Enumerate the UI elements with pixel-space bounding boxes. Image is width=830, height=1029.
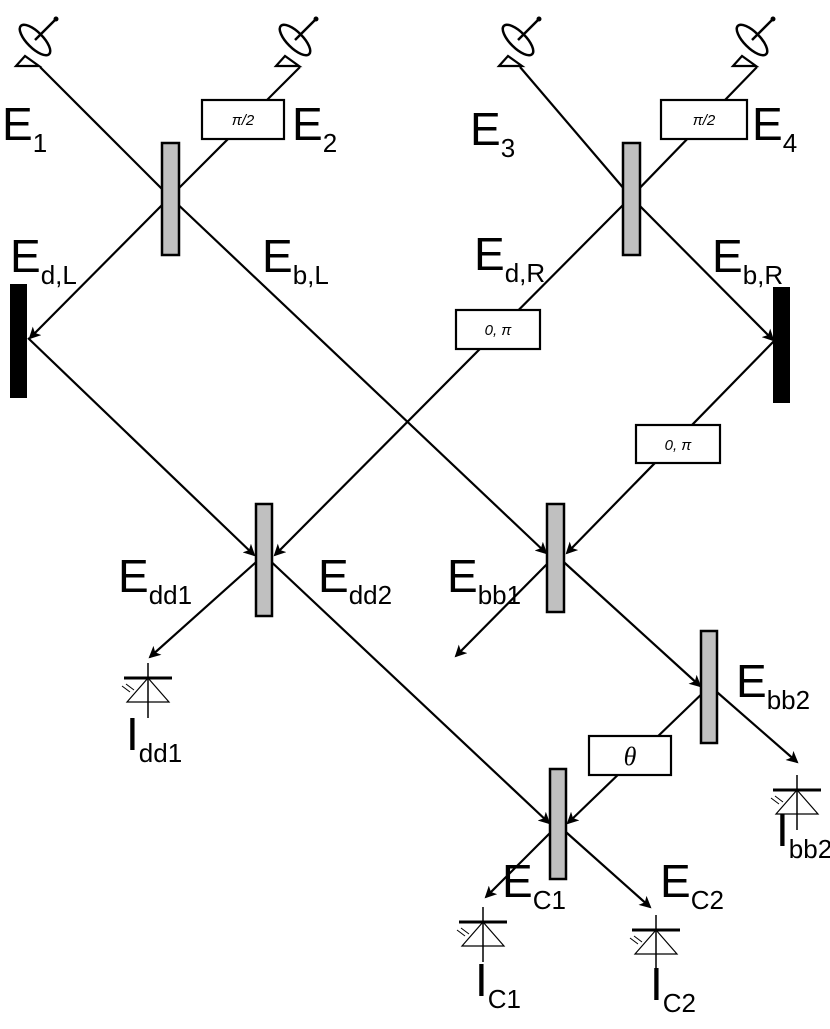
phase-label-3: 0, π: [485, 322, 513, 339]
label-Ebb1: Ebb1: [447, 550, 521, 610]
beam-EdL: [28, 196, 171, 340]
label-Edd1: Edd1: [118, 550, 192, 610]
mirror-left: [10, 284, 27, 398]
phase-label-4: 0, π: [665, 437, 693, 454]
beam-mirrorL-out: [27, 337, 256, 557]
label-E1: E1: [2, 98, 47, 158]
phase-box-1: π/2: [200, 98, 286, 141]
antenna-icon-4: [730, 15, 777, 68]
label-EbL: Eb,L: [262, 230, 329, 290]
antenna-icon-2: [273, 15, 320, 68]
phase-box-2: π/2: [659, 98, 749, 141]
beam-EC2: [557, 824, 652, 909]
beam-EC1: [484, 824, 559, 899]
beam-EbL: [169, 196, 548, 555]
label-EdL: Ed,L: [10, 230, 77, 290]
beamsplitter-4: [545, 502, 566, 614]
label-EbR: Eb,R: [712, 230, 783, 290]
phase-label-2: π/2: [693, 112, 716, 129]
beam-Edd1: [148, 554, 265, 659]
label-Edd2: Edd2: [318, 550, 392, 610]
beam-EbR: [630, 196, 775, 342]
phase-label-theta: θ: [624, 742, 637, 771]
beam-bs3-out: [555, 554, 702, 688]
beam-Ebb1: [454, 554, 557, 658]
phase-box-3: 0, π: [454, 308, 542, 351]
mirror-right: [773, 287, 790, 403]
label-E3: E3: [470, 103, 515, 163]
beamsplitter-6: [548, 767, 568, 881]
antenna-icon-3: [496, 15, 543, 68]
beamsplitter-2: [621, 141, 642, 257]
label-Idd1: Idd1: [126, 708, 182, 768]
beamsplitter-1: [160, 141, 181, 257]
beamsplitter-5: [699, 629, 719, 745]
phase-label-1: π/2: [232, 112, 255, 129]
label-IC1: IC1: [475, 954, 521, 1014]
beam-E3: [519, 66, 632, 198]
label-Ibb2: Ibb2: [776, 804, 830, 864]
antenna-icon-1: [13, 15, 60, 68]
label-E4: E4: [752, 98, 797, 158]
label-E2: E2: [292, 98, 337, 158]
beam-Ebb2: [709, 685, 799, 764]
label-EC1: EC1: [502, 855, 566, 915]
phase-box-4: 0, π: [634, 423, 722, 465]
label-IC2: IC2: [650, 958, 696, 1018]
label-EdR: Ed,R: [474, 228, 545, 288]
beam-E1: [39, 66, 171, 198]
label-Ebb2: Ebb2: [736, 655, 810, 715]
phase-box-theta: θ: [587, 734, 673, 777]
label-EC2: EC2: [660, 855, 724, 915]
beam-EdR: [273, 196, 632, 557]
beamsplitter-3: [254, 502, 274, 618]
beam-Edd2: [263, 554, 551, 825]
